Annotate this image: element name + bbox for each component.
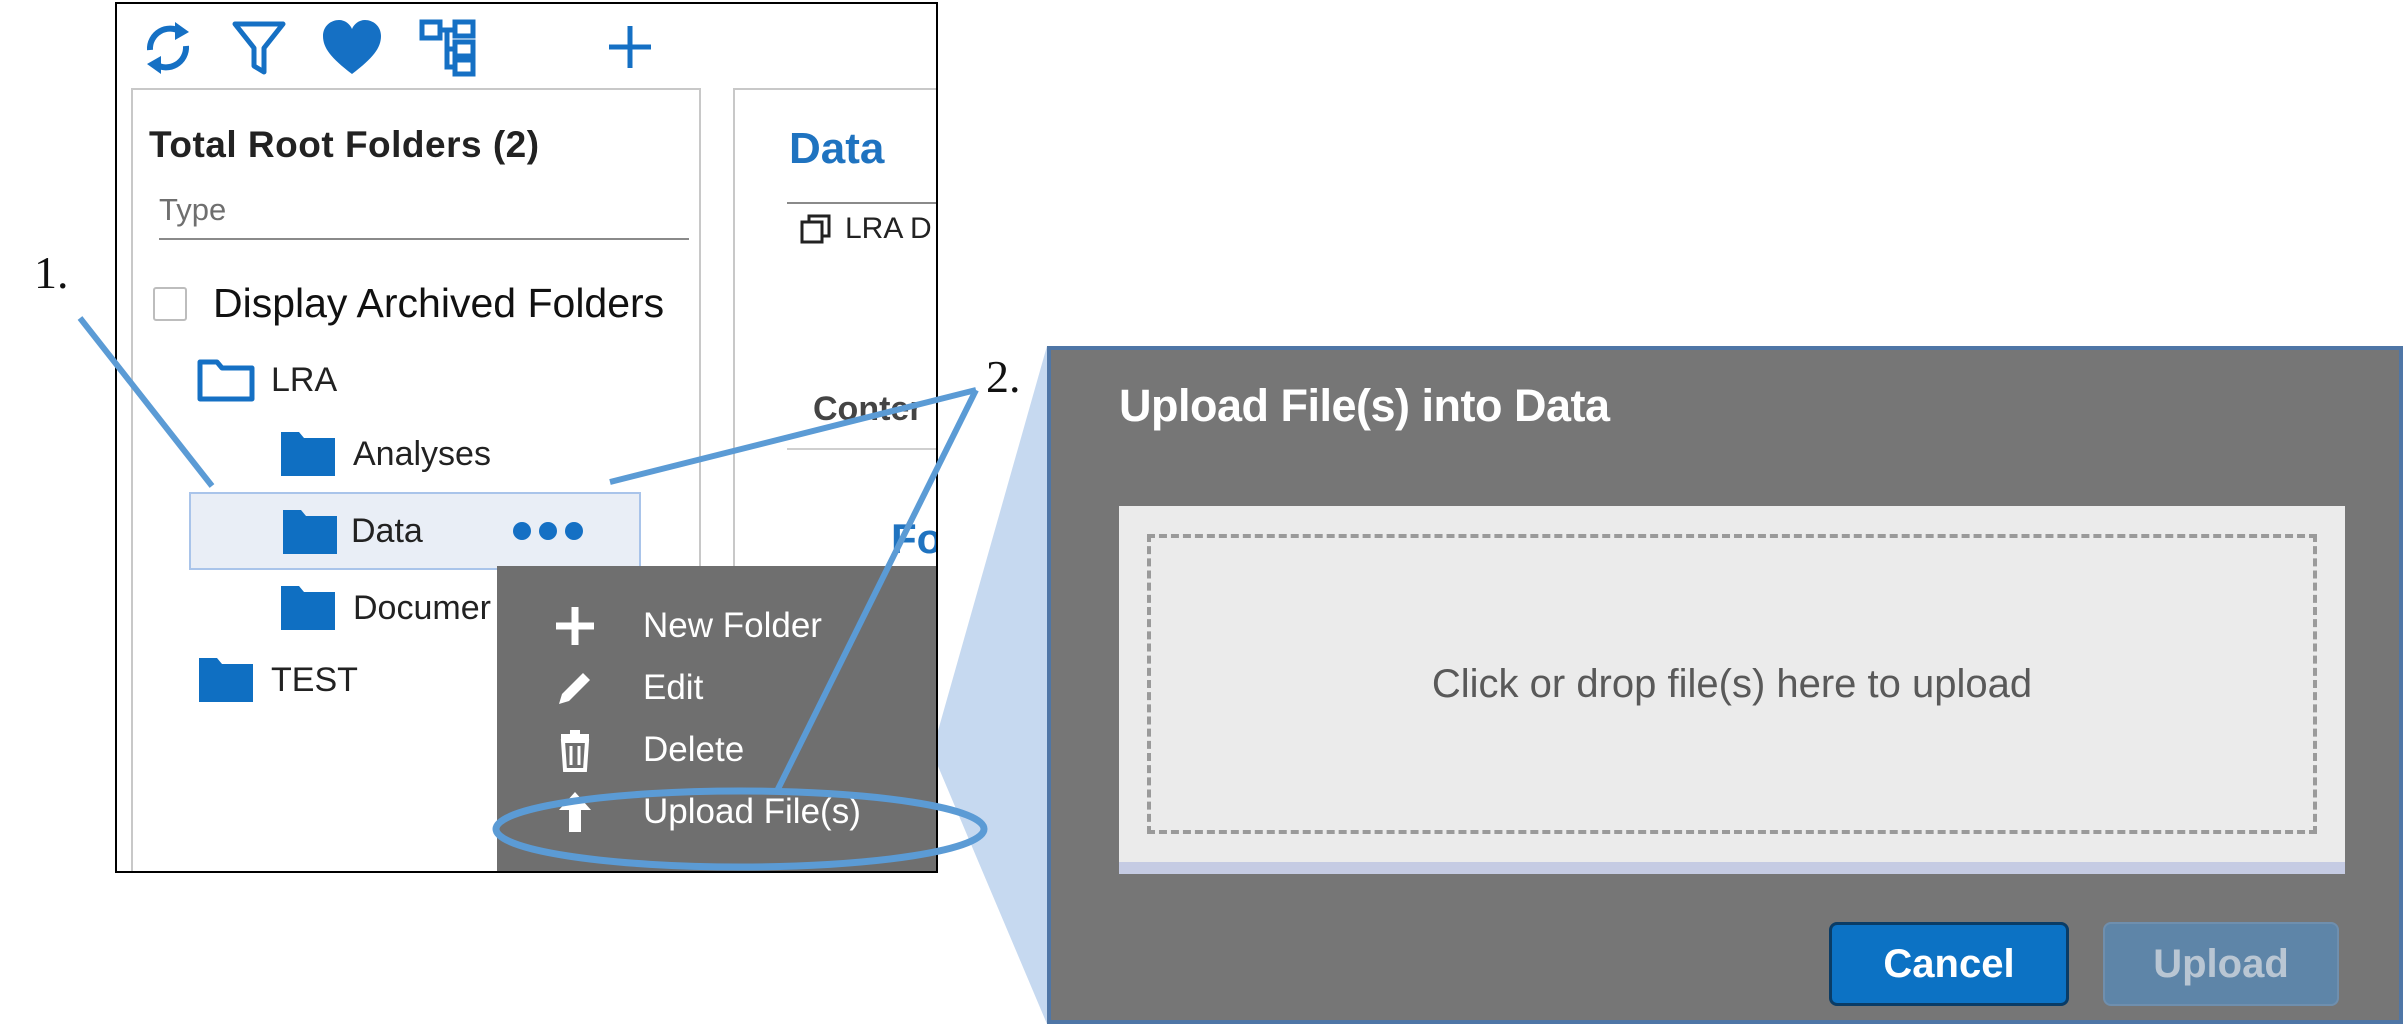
- favorite-heart-icon[interactable]: [321, 18, 383, 76]
- folder-context-menu: New Folder Edit Delete Upload File(s): [497, 566, 936, 871]
- cancel-button[interactable]: Cancel: [1829, 922, 2069, 1006]
- upload-dialog: Upload File(s) into Data Click or drop f…: [1047, 346, 2403, 1024]
- upload-drop-area[interactable]: Click or drop file(s) here to upload: [1119, 506, 2345, 874]
- folder-icon: [283, 510, 337, 554]
- tree-item-label: Analyses: [353, 434, 491, 473]
- divider: [787, 202, 936, 204]
- folder-open-icon: [197, 359, 255, 402]
- tree-title: Total Root Folders (2): [149, 124, 540, 165]
- tree-item-test[interactable]: TEST: [197, 656, 358, 704]
- menu-item-label: Edit: [643, 668, 704, 707]
- tab-contents[interactable]: Conter: [813, 390, 923, 428]
- more-options-icon[interactable]: [513, 522, 583, 540]
- folder-icon: [199, 658, 253, 702]
- tree-item-label: LRA: [271, 360, 338, 399]
- display-archived-checkbox[interactable]: [153, 286, 187, 321]
- add-icon[interactable]: [607, 24, 653, 70]
- drop-zone[interactable]: Click or drop file(s) here to upload: [1147, 534, 2317, 834]
- tree-item-data[interactable]: Data: [189, 492, 641, 570]
- folder-icon: [281, 586, 335, 630]
- menu-item-upload-files[interactable]: Upload File(s): [497, 788, 936, 836]
- hierarchy-icon[interactable]: [419, 18, 481, 78]
- menu-item-label: Delete: [643, 730, 745, 769]
- tree-item-label: TEST: [271, 660, 358, 699]
- tree-item-label: Documer: [353, 588, 491, 627]
- upload-arrow-icon: [559, 792, 591, 832]
- pencil-icon: [559, 673, 590, 704]
- menu-item-new-folder[interactable]: New Folder: [497, 602, 936, 650]
- type-filter-input[interactable]: Type: [159, 190, 689, 240]
- content-row[interactable]: LRA D: [799, 212, 932, 246]
- tree-item-label: Data: [351, 512, 423, 550]
- menu-item-edit[interactable]: Edit: [497, 664, 936, 712]
- upload-button[interactable]: Upload: [2103, 922, 2339, 1006]
- filter-icon[interactable]: [231, 18, 287, 78]
- folder-icon: [281, 432, 335, 476]
- content-title: Data: [789, 124, 885, 173]
- drop-zone-text: Click or drop file(s) here to upload: [1431, 661, 2033, 706]
- tree-item-analyses[interactable]: Analyses: [279, 430, 491, 478]
- content-row-label: LRA D: [845, 212, 932, 245]
- display-archived-row[interactable]: Display Archived Folders: [153, 280, 664, 327]
- menu-item-label: Upload File(s): [643, 792, 861, 831]
- content-link[interactable]: Fo: [891, 515, 938, 562]
- trash-icon: [560, 730, 590, 772]
- divider: [787, 448, 936, 450]
- copy-icon: [800, 214, 831, 244]
- tree-item-lra[interactable]: LRA: [197, 358, 337, 402]
- folder-browser-panel: Total Root Folders (2) Type Display Arch…: [115, 2, 938, 873]
- menu-item-label: New Folder: [643, 606, 822, 645]
- tree-item-documents[interactable]: Documer: [279, 584, 491, 632]
- plus-icon: [556, 607, 594, 645]
- step-number-2: 2.: [986, 351, 1021, 402]
- display-archived-label: Display Archived Folders: [213, 280, 665, 326]
- menu-item-delete[interactable]: Delete: [497, 726, 936, 774]
- refresh-icon[interactable]: [141, 18, 195, 78]
- step-number-1: 1.: [34, 247, 69, 298]
- dialog-title: Upload File(s) into Data: [1119, 380, 1610, 431]
